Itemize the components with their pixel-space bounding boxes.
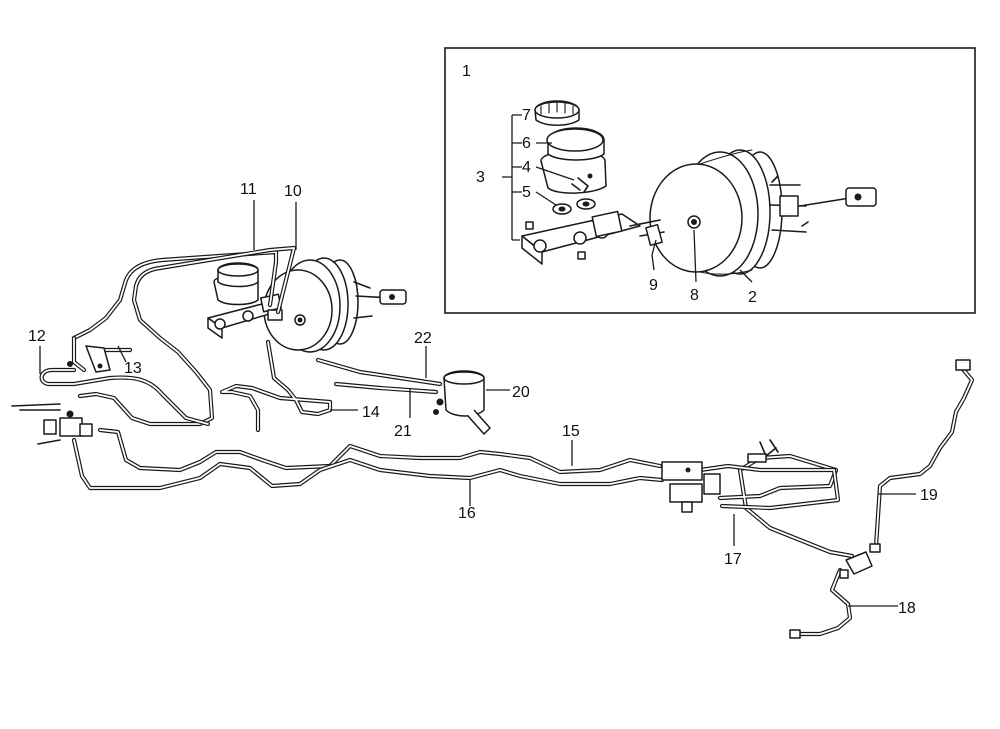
callout-6: 6 <box>522 135 531 152</box>
callout-22: 22 <box>414 330 432 347</box>
clip-bracket-13 <box>67 345 111 373</box>
callout-20: 20 <box>512 384 530 401</box>
callout-1: 1 <box>462 63 471 80</box>
callout-15: 15 <box>562 423 580 440</box>
brake-booster-main <box>263 257 407 353</box>
callout-18: 18 <box>898 600 916 617</box>
brake-line-14 <box>219 339 333 433</box>
brake-line-15 <box>97 427 663 475</box>
brake-booster-inset <box>649 149 877 277</box>
reservoir-inset <box>534 100 607 194</box>
inset-frame <box>444 47 976 314</box>
clip-bracket-18 <box>789 551 873 639</box>
callout-2: 2 <box>748 289 757 306</box>
brake-line-16 <box>71 437 665 491</box>
brake-line-10 <box>77 245 297 427</box>
callout-21: 21 <box>394 423 412 440</box>
brake-line-19 <box>873 365 975 549</box>
callout-12: 12 <box>28 328 46 345</box>
fittings-19 <box>869 359 971 553</box>
inset-master-cylinder-assembly <box>444 47 976 314</box>
callout-17: 17 <box>724 551 742 568</box>
callout-16: 16 <box>458 505 476 522</box>
brake-line-12 <box>39 367 211 427</box>
left-junction-block <box>11 403 93 445</box>
master-cylinder-main <box>207 262 283 339</box>
master-cylinder-inset <box>521 198 665 265</box>
proportioning-valve <box>661 439 779 513</box>
callout-8: 8 <box>690 287 699 304</box>
brake-line-11 <box>71 249 279 341</box>
brake-line-18 <box>791 567 853 637</box>
brake-line-17 <box>697 453 855 559</box>
callout-4: 4 <box>522 159 531 176</box>
brake-line-13 <box>71 335 133 373</box>
callout-5: 5 <box>522 184 531 201</box>
callout-3: 3 <box>476 169 485 186</box>
callout-10: 10 <box>284 183 302 200</box>
callout-7: 7 <box>522 107 531 124</box>
callout-9: 9 <box>649 277 658 294</box>
callout-19: 19 <box>920 487 938 504</box>
vacuum-tank-20 <box>433 370 491 435</box>
callout-11: 11 <box>240 181 257 198</box>
callout-14: 14 <box>362 404 380 421</box>
group-bracket-3 <box>502 114 575 241</box>
callout-13: 13 <box>124 360 142 377</box>
vacuum-hoses-21-22 <box>315 357 443 395</box>
